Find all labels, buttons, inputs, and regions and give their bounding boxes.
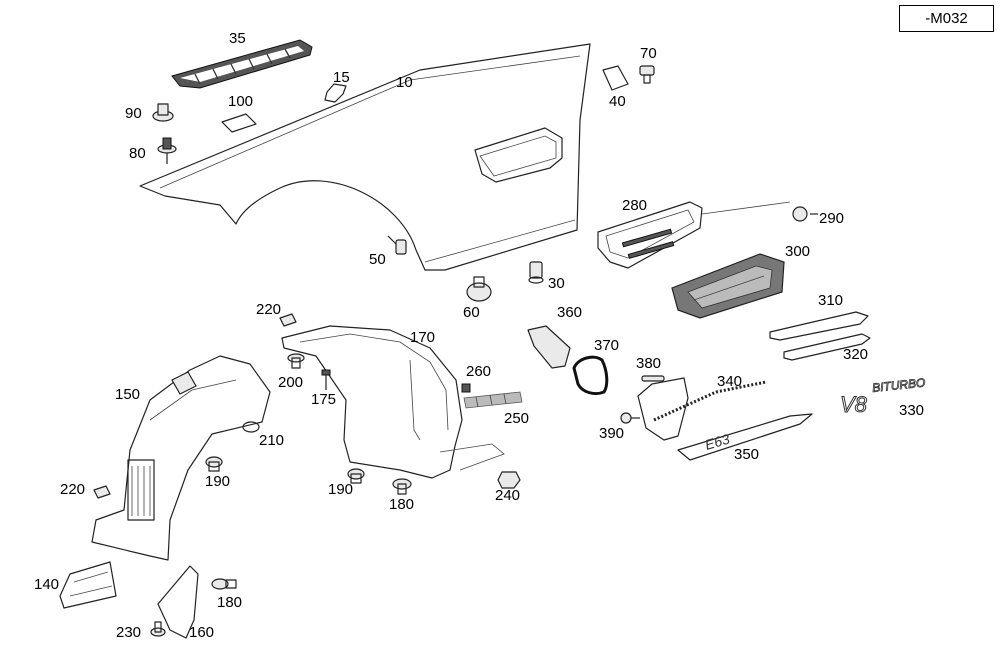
part-340-housing xyxy=(637,377,767,441)
svg-text:E63: E63 xyxy=(703,431,732,453)
part-250-foam-strips xyxy=(463,391,523,409)
callout-240: 240 xyxy=(495,487,521,504)
callout-380: 380 xyxy=(636,355,662,372)
part-300-mesh-grille xyxy=(671,253,785,319)
callout-310: 310 xyxy=(818,292,844,309)
part-350-emblem-plate: E63 xyxy=(677,413,813,461)
part-280-grille-frame xyxy=(597,201,703,269)
svg-text:BITURBO: BITURBO xyxy=(871,375,926,394)
callout-70: 70 xyxy=(640,45,657,62)
callout-360: 360 xyxy=(557,304,583,321)
part-190-nut-right xyxy=(347,468,365,484)
callout-15: 15 xyxy=(333,69,350,86)
part-260-clip xyxy=(461,383,471,393)
part-160-mud-flap xyxy=(157,565,199,639)
reference-code: -M032 xyxy=(925,10,968,27)
part-70-bolt xyxy=(639,65,655,84)
callout-260: 260 xyxy=(466,363,492,380)
part-90-nut xyxy=(152,103,174,122)
callout-230: 230 xyxy=(116,624,142,641)
part-50-clip xyxy=(387,235,407,255)
callout-140: 140 xyxy=(34,576,60,593)
callout-320: 320 xyxy=(843,346,869,363)
callout-150: 150 xyxy=(115,386,141,403)
part-100-pad xyxy=(221,113,257,133)
callout-350: 350 xyxy=(734,446,760,463)
part-35-vent-grille xyxy=(171,39,313,89)
part-150-wheel-liner xyxy=(91,355,271,561)
callout-280: 280 xyxy=(622,197,648,214)
callout-190-right: 190 xyxy=(328,481,354,498)
part-390-screw xyxy=(620,412,640,424)
part-220-clip-upper xyxy=(279,313,297,327)
part-240-nut xyxy=(497,471,521,489)
callout-340: 340 xyxy=(717,373,743,390)
callout-220-upper: 220 xyxy=(256,301,282,318)
part-30-clip xyxy=(528,261,544,284)
callout-60: 60 xyxy=(463,304,480,321)
part-200-clip xyxy=(287,353,305,369)
part-60-nut xyxy=(466,276,492,302)
part-40-bracket xyxy=(602,65,629,91)
callout-10: 10 xyxy=(396,74,413,91)
part-310-trim-strip xyxy=(769,311,869,341)
callout-80: 80 xyxy=(129,145,146,162)
part-140-bracket xyxy=(59,561,117,609)
callout-100: 100 xyxy=(228,93,254,110)
part-190-nut-left xyxy=(205,456,223,472)
reference-code-box: -M032 xyxy=(899,5,994,32)
callout-390: 390 xyxy=(599,425,625,442)
callout-250: 250 xyxy=(504,410,530,427)
part-80-screw xyxy=(157,137,177,164)
callout-175: 175 xyxy=(311,391,337,408)
callout-180-left: 180 xyxy=(217,594,243,611)
part-330-v8-badge: V8 BITURBO xyxy=(840,375,927,417)
svg-text:V8: V8 xyxy=(840,392,868,417)
callout-40: 40 xyxy=(609,93,626,110)
callout-190-left: 190 xyxy=(205,473,231,490)
callout-290: 290 xyxy=(819,210,845,227)
callout-35: 35 xyxy=(229,30,246,47)
callout-90: 90 xyxy=(125,105,142,122)
part-170-wheel-liner xyxy=(281,325,505,479)
part-180-clip-right xyxy=(392,478,412,495)
part-290-screw xyxy=(792,206,818,222)
callout-300: 300 xyxy=(785,243,811,260)
part-180-clip-left xyxy=(211,578,237,590)
callout-330: 330 xyxy=(899,402,925,419)
part-230-screw xyxy=(150,621,166,637)
callout-50: 50 xyxy=(369,251,386,268)
callout-160: 160 xyxy=(189,624,215,641)
part-320-trim-strip xyxy=(783,333,871,361)
part-370-seal xyxy=(572,355,609,396)
part-175-bolt xyxy=(321,369,331,390)
part-360-lamp xyxy=(527,325,571,369)
callout-170: 170 xyxy=(410,329,436,346)
callout-180-right: 180 xyxy=(389,496,415,513)
callout-370: 370 xyxy=(594,337,620,354)
part-10-front-fender xyxy=(139,43,591,271)
callout-200: 200 xyxy=(278,374,304,391)
part-220-clip-lower xyxy=(93,485,111,499)
callout-220-lower: 220 xyxy=(60,481,86,498)
part-15-badge xyxy=(324,83,347,103)
callout-210: 210 xyxy=(259,432,285,449)
part-380-clip xyxy=(641,375,665,382)
callout-30: 30 xyxy=(548,275,565,292)
